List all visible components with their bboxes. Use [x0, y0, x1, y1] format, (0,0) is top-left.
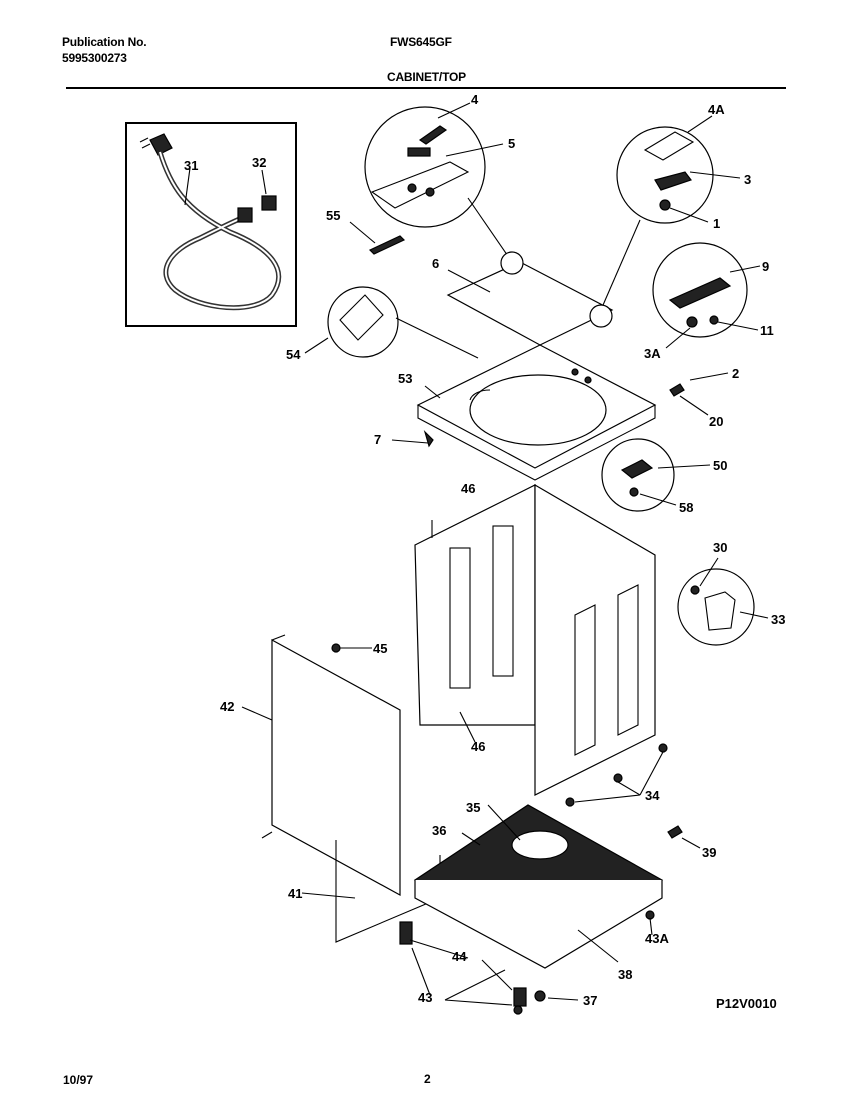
callout-50: 50: [713, 458, 727, 473]
callout-32: 32: [252, 155, 266, 170]
callout-20: 20: [709, 414, 723, 429]
screw-39: [667, 825, 701, 849]
power-cord-inset: [125, 122, 297, 327]
callout-34: 34: [645, 788, 660, 803]
cabinet-rear-panels: [414, 483, 656, 796]
callout-3a: 3A: [644, 346, 661, 361]
screw-2-20: [669, 372, 729, 416]
callout-46-bottom: 46: [471, 739, 485, 754]
header-rule: [66, 87, 786, 89]
callout-30: 30: [713, 540, 727, 555]
bracket-detail-circle: [677, 557, 769, 646]
callout-58: 58: [679, 500, 693, 515]
callout-7: 7: [374, 432, 381, 447]
callout-54: 54: [286, 347, 301, 362]
foot-43a: [645, 910, 655, 936]
model-number: FWS645GF: [390, 35, 452, 49]
callout-46-top: 46: [461, 481, 475, 496]
callout-43a: 43A: [645, 931, 669, 946]
callout-33: 33: [771, 612, 785, 627]
switch-detail-circle: [652, 242, 761, 349]
callout-41: 41: [288, 886, 302, 901]
callout-6: 6: [432, 256, 439, 271]
callout-55: 55: [326, 208, 340, 223]
cabinet-top: [391, 344, 657, 481]
screws-34: [565, 743, 668, 807]
callout-35: 35: [466, 800, 480, 815]
clip-detail-circle: [601, 438, 711, 512]
callout-38: 38: [618, 967, 632, 982]
callout-37: 37: [583, 993, 597, 1008]
callout-36: 36: [432, 823, 446, 838]
callout-4a: 4A: [708, 102, 725, 117]
publication-number: 5995300273: [62, 51, 127, 65]
callout-3: 3: [744, 172, 751, 187]
hinge-detail-circle: [364, 102, 513, 263]
hinge-pin: [349, 221, 406, 255]
callout-4: 4: [471, 92, 479, 107]
leveling-legs: [399, 921, 579, 1015]
callout-53: 53: [398, 371, 412, 386]
callout-11: 11: [760, 323, 774, 338]
publication-label: Publication No.: [62, 35, 147, 49]
callout-43: 43: [418, 990, 432, 1005]
section-title: CABINET/TOP: [387, 70, 466, 84]
callout-42: 42: [220, 699, 234, 714]
callout-44: 44: [452, 949, 467, 964]
drawing-code: P12V0010: [716, 996, 777, 1011]
cabinet-base: [413, 804, 664, 969]
page-number: 2: [424, 1072, 431, 1086]
revision-date: 10/97: [63, 1073, 94, 1087]
callout-31: 31: [184, 158, 198, 173]
callout-2: 2: [732, 366, 739, 381]
lid-switch-detail-circle: [599, 115, 741, 313]
callout-39: 39: [702, 845, 716, 860]
callout-1: 1: [713, 216, 720, 231]
callout-5: 5: [508, 136, 515, 151]
lid-panel: [446, 251, 614, 346]
front-panel: [241, 634, 441, 943]
callout-9: 9: [762, 259, 769, 274]
callout-45: 45: [373, 641, 387, 656]
callout-labels: 4 5 4A 3 1 31 32 55 6 9 11 3A 54 53 2 20…: [184, 92, 785, 1008]
bleach-dispenser-circle: [304, 286, 479, 359]
